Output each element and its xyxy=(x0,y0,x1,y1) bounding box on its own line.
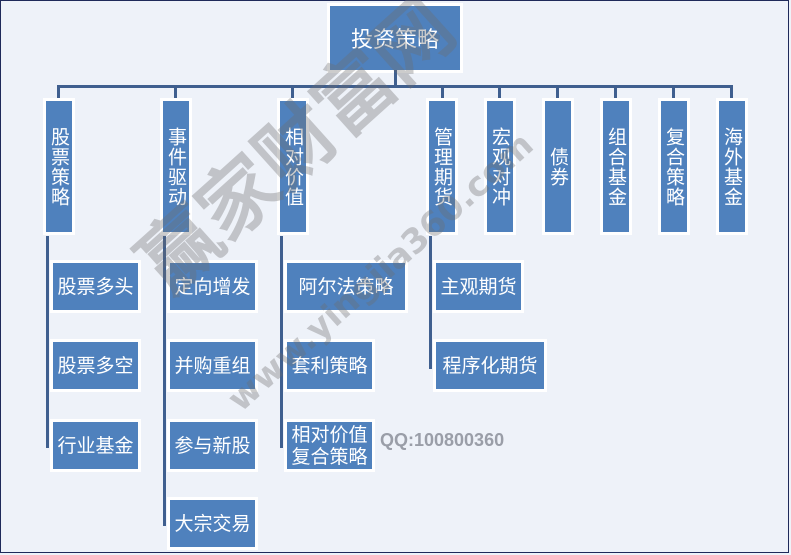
root-connector xyxy=(394,70,397,86)
drop-0 xyxy=(57,86,60,100)
category-label: 相对价值 xyxy=(282,126,304,207)
leaf-label: 行业基金 xyxy=(57,434,134,457)
category-relative-value: 相对价值 xyxy=(277,98,309,235)
category-label: 管理期货 xyxy=(431,126,453,207)
category-bonds: 债券 xyxy=(542,98,574,235)
leaf-label: 主观期货 xyxy=(440,275,517,298)
leaf-arbitrage: 套利策略 xyxy=(284,339,375,392)
spine-event-driven xyxy=(163,236,166,526)
category-label: 债券 xyxy=(547,146,569,187)
category-managed-futures: 管理期货 xyxy=(426,98,458,235)
category-event-driven: 事件驱动 xyxy=(160,98,192,235)
category-stock: 股票策略 xyxy=(43,98,75,235)
watermark-qq: QQ:100800360 xyxy=(380,430,505,450)
category-label: 股票策略 xyxy=(48,126,70,207)
leaf-label: 股票多空 xyxy=(57,354,134,377)
leaf-sector-fund: 行业基金 xyxy=(50,419,141,472)
leaf-block-trade: 大宗交易 xyxy=(167,497,258,550)
category-overseas-funds: 海外基金 xyxy=(716,98,748,235)
category-label: 组合基金 xyxy=(605,126,627,207)
level1-bus xyxy=(57,85,733,88)
leaf-mergers: 并购重组 xyxy=(167,339,258,392)
category-macro-hedge: 宏观对冲 xyxy=(484,98,516,235)
leaf-label: 参与新股 xyxy=(174,434,251,457)
category-fund-of-funds: 组合基金 xyxy=(600,98,632,235)
drop-3 xyxy=(441,86,444,100)
leaf-label: 相对价值 复合策略 xyxy=(291,423,368,468)
leaf-label: 并购重组 xyxy=(174,354,251,377)
leaf-label: 阿尔法策略 xyxy=(298,275,394,298)
category-label: 事件驱动 xyxy=(165,126,187,207)
leaf-relative-value-multi: 相对价值 复合策略 xyxy=(284,419,375,472)
spine-managed-futures xyxy=(429,236,432,369)
drop-1 xyxy=(174,86,177,100)
leaf-discretionary-futures: 主观期货 xyxy=(433,260,524,313)
drop-5 xyxy=(556,86,559,100)
leaf-label: 程序化期货 xyxy=(442,354,538,377)
category-label: 复合策略 xyxy=(663,126,685,207)
category-label: 海外基金 xyxy=(721,126,743,207)
drop-8 xyxy=(730,86,733,100)
drop-4 xyxy=(498,86,501,100)
leaf-label: 套利策略 xyxy=(291,354,368,377)
leaf-label: 股票多头 xyxy=(57,275,134,298)
leaf-stock-long: 股票多头 xyxy=(50,260,141,313)
root-node: 投资策略 xyxy=(327,3,463,73)
spine-relative-value xyxy=(280,236,283,448)
drop-2 xyxy=(291,86,294,100)
leaf-ipo: 参与新股 xyxy=(167,419,258,472)
drop-7 xyxy=(672,86,675,100)
leaf-alpha: 阿尔法策略 xyxy=(284,260,408,313)
drop-6 xyxy=(614,86,617,100)
leaf-label: 定向增发 xyxy=(174,275,251,298)
leaf-label: 大宗交易 xyxy=(174,512,251,535)
leaf-stock-long-short: 股票多空 xyxy=(50,339,141,392)
category-label: 宏观对冲 xyxy=(489,126,511,207)
leaf-private-placement: 定向增发 xyxy=(167,260,258,313)
root-label: 投资策略 xyxy=(350,28,439,53)
spine-stock xyxy=(46,236,49,448)
leaf-systematic-futures: 程序化期货 xyxy=(433,339,547,392)
category-multi-strategy: 复合策略 xyxy=(658,98,690,235)
